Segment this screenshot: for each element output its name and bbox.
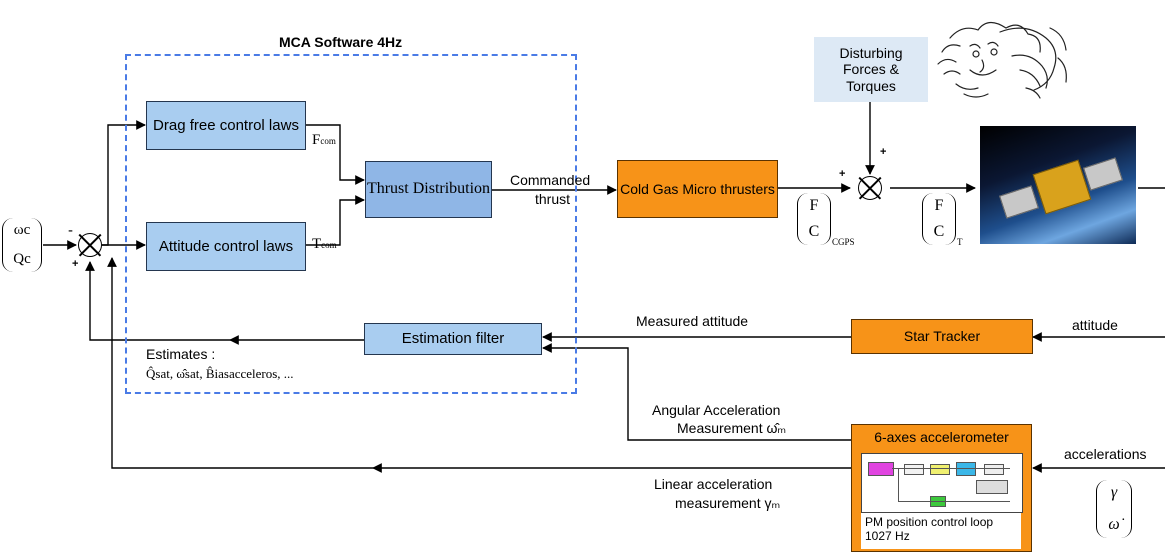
total-subscript: T: [957, 237, 963, 247]
accelerometer-title: 6-axes accelerometer: [874, 429, 1009, 445]
cgps-subscript: CGPS: [832, 237, 855, 247]
thumb-wire-2: [898, 468, 899, 502]
drag-free-control-laws-block: Drag free control laws: [146, 101, 306, 150]
sum1-minus-sign: -: [68, 222, 73, 239]
thumb-wire-1: [892, 468, 1010, 469]
tcom-main: T: [312, 236, 322, 252]
accelerometer-note: PM position control loop 1027 Hz: [861, 513, 1021, 549]
thumb-wire-3: [898, 501, 1010, 502]
accel-omega-dot: ω̇: [1108, 516, 1120, 533]
estimation-filter-block: Estimation filter: [364, 323, 542, 355]
estimates-title: Estimates :: [146, 346, 216, 362]
reference-vector: ωc Qc: [2, 218, 42, 272]
software-boundary: [125, 54, 577, 394]
attitude-input-label: attitude: [1072, 317, 1118, 333]
satellite-image: [980, 126, 1136, 244]
solar-panel-right: [1083, 157, 1123, 191]
thumb-block-1: [868, 462, 894, 476]
sum2-plus-left-sign: +: [839, 168, 846, 180]
software-title: MCA Software 4Hz: [279, 34, 403, 50]
thumb-block-2: [904, 464, 924, 475]
summing-junction-2: [858, 176, 882, 200]
commanded-thrust-label-2: thrust: [535, 191, 571, 207]
accelerations-input-label: accelerations: [1064, 446, 1147, 462]
wire-feedback-linear: [107, 257, 373, 469]
angular-acceleration-label-1: Angular Acceleration: [652, 402, 781, 418]
cgps-vector: F C: [797, 193, 831, 245]
cgps-f: F: [809, 197, 819, 214]
cgps-c: C: [808, 223, 820, 240]
thrust-distribution-block: Thrust Distribution: [365, 161, 492, 218]
wire-feedback-attitude: [85, 261, 230, 341]
tcom-label: Tcom: [312, 236, 337, 253]
linear-acceleration-label-2: measurement γₘ: [675, 495, 781, 511]
thumb-block-3: [930, 464, 950, 475]
fcom-label: Fcom: [312, 132, 336, 149]
accelerometer-block: 6-axes accelerometer PM position control…: [851, 424, 1032, 552]
cold-gas-thrusters-block: Cold Gas Micro thrusters: [617, 160, 778, 218]
star-tracker-block: Star Tracker: [851, 319, 1033, 354]
linear-acceleration-label-1: Linear acceleration: [654, 476, 773, 492]
attitude-control-laws-block: Attitude control laws: [146, 222, 306, 271]
disturbing-forces-block: Disturbing Forces & Torques: [814, 37, 928, 102]
total-c: C: [933, 223, 945, 240]
wire-angular: [542, 343, 851, 441]
summing-junction-1: [78, 233, 102, 257]
total-f: F: [934, 197, 944, 214]
thumb-block-6: [976, 480, 1008, 494]
measured-attitude-label: Measured attitude: [636, 313, 749, 329]
thumb-block-4: [956, 462, 976, 476]
wire-fcom: [306, 124, 365, 185]
sum2-plus-top-sign: +: [880, 146, 887, 158]
wire-tcom: [306, 195, 365, 246]
fcom-main: F: [312, 132, 321, 148]
accel-gamma: γ: [1110, 484, 1118, 501]
total-force-vector: F C: [922, 193, 956, 245]
reference-omega: ωc: [13, 222, 31, 238]
control-loop-diagram-thumbnail: [861, 453, 1023, 513]
angular-acceleration-label-2: Measurement ω̂ₘ: [677, 420, 787, 436]
wind-face-icon: [937, 21, 1067, 99]
reference-q: Qc: [13, 251, 31, 267]
accelerations-vector: γ ω̇: [1096, 480, 1132, 538]
sum1-plus-sign: +: [72, 258, 79, 270]
tcom-sub: com: [321, 240, 337, 250]
estimates-values: Q̂sat, ω̂sat, B̂iasacceleros, ...: [146, 366, 294, 381]
commanded-thrust-label-1: Commanded: [510, 172, 591, 188]
thumb-block-5: [984, 464, 1004, 475]
solar-panel-left: [999, 185, 1039, 219]
fcom-sub: com: [320, 136, 336, 146]
